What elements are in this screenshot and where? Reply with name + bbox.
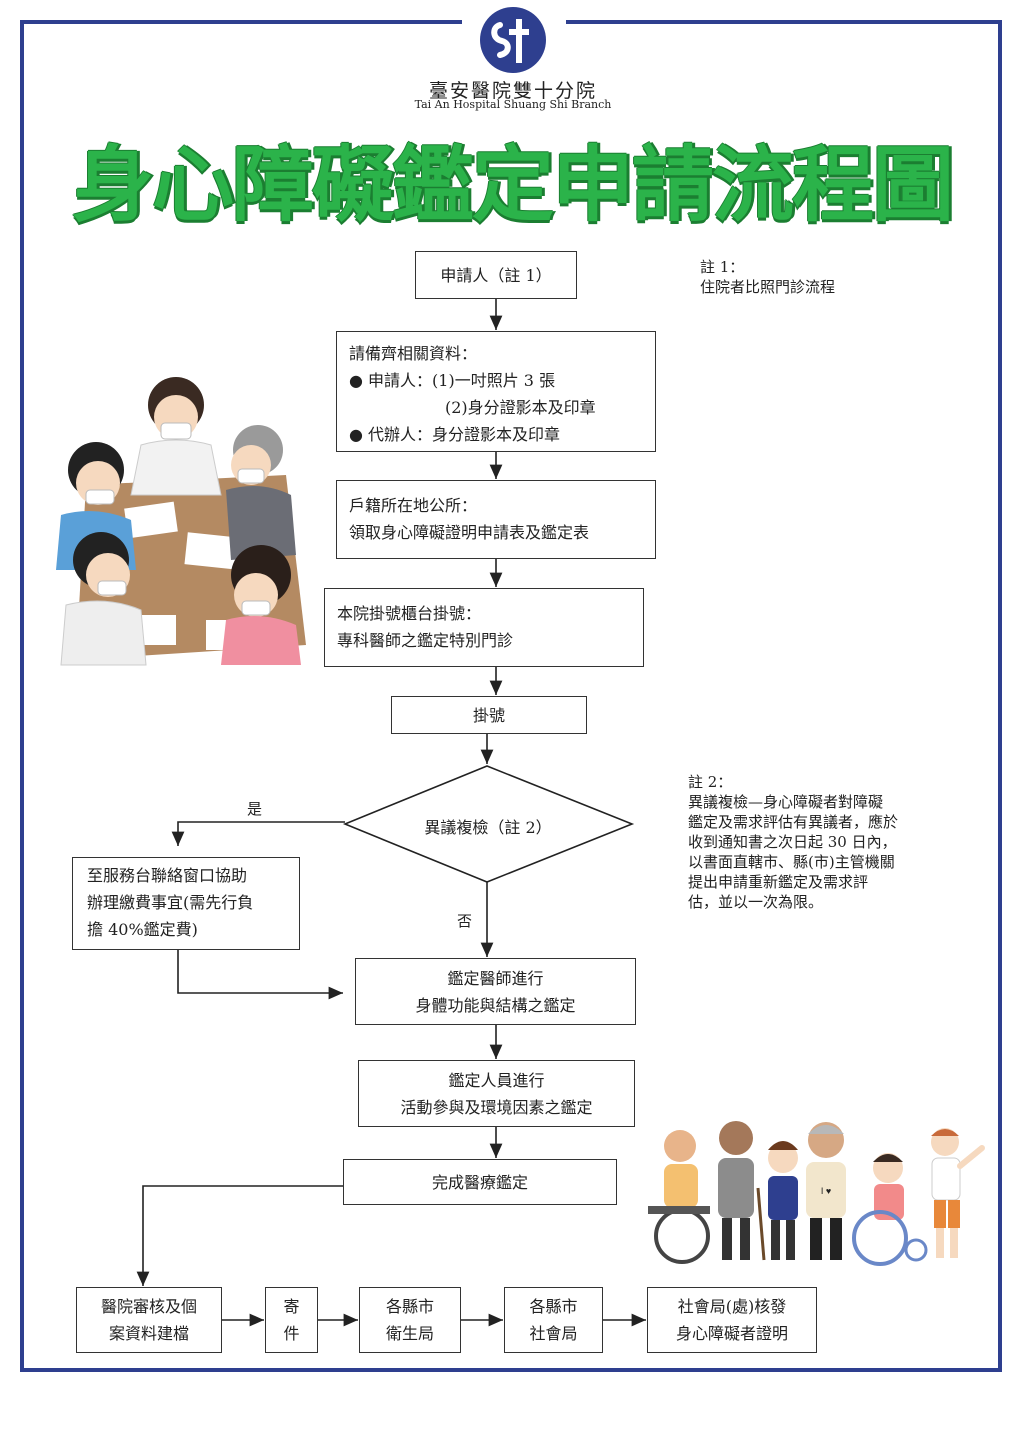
complete-box: 完成醫療鑑定: [343, 1159, 617, 1205]
note-1: 註 1： 住院者比照門診流程: [700, 258, 836, 296]
applicant-box: 申請人（註 1）: [415, 251, 577, 299]
documents-box: 請備齊相關資料： ● 申請人：(1)一吋照片 3 張 (2)身分證影本及印章 ●…: [336, 331, 656, 452]
disabled-people-group-illustration: I ♥: [640, 1118, 990, 1268]
district-office-box: 戶籍所在地公所： 領取身心障礙證明申請表及鑑定表: [336, 480, 656, 559]
hospital-name: 臺安醫院雙十分院: [428, 80, 597, 102]
note-2: 註 2： 異議複檢—身心障礙者對障礙 鑑定及需求評估有異議者，應於 收到通知書之…: [688, 773, 899, 911]
social-bureau-box: 各縣市 社會局: [504, 1287, 603, 1353]
meeting-with-masks-illustration: [46, 365, 321, 670]
hospital-counter-box: 本院掛號櫃台掛號： 專科醫師之鑑定特別門診: [324, 588, 644, 667]
service-desk-box: 至服務台聯絡窗口協助 辦理繳費事宜(需先行負 擔 40%鑑定費): [72, 857, 300, 950]
yes-label: 是: [247, 800, 263, 818]
health-bureau-box: 各縣市 衛生局: [359, 1287, 461, 1353]
page-title: 身心障礙鑑定申請流程圖: [71, 138, 954, 233]
decision-label: 異議複檢（註 2）: [424, 818, 552, 837]
svg-text:I ♥: I ♥: [821, 1186, 831, 1196]
issue-certificate-box: 社會局(處)核發 身心障礙者證明: [647, 1287, 817, 1353]
cross-logo-icon: [480, 7, 546, 73]
staff-assessment-box: 鑑定人員進行 活動參與及環境因素之鑑定: [358, 1060, 635, 1127]
mail-box: 寄 件: [265, 1287, 318, 1353]
review-box: 醫院審核及個 案資料建檔: [76, 1287, 222, 1353]
hospital-name-en: Tai An Hospital Shuang Shi Branch: [414, 98, 612, 111]
register-box: 掛號: [391, 696, 587, 734]
decision-diamond: [342, 765, 635, 883]
doctor-assessment-box: 鑑定醫師進行 身體功能與結構之鑑定: [355, 958, 636, 1025]
no-label: 否: [457, 912, 473, 930]
